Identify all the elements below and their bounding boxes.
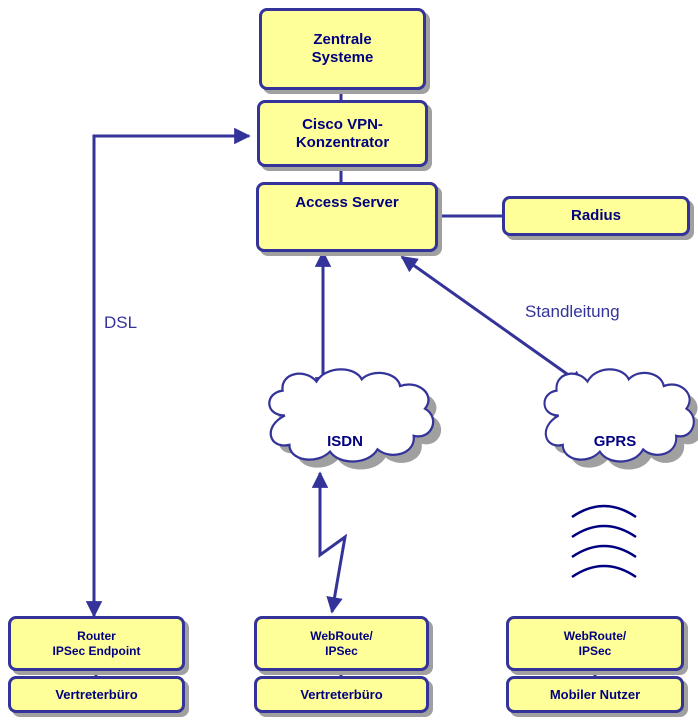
site3-label: Mobiler Nutzer (549, 686, 641, 702)
isdn-label: ISDN (327, 433, 363, 450)
zentrale-label-line2: Systeme (311, 49, 374, 66)
vpn-label-line1: Cisco VPN- (302, 115, 383, 133)
radius-label: Radius (570, 207, 621, 224)
site1-label: Vertreterbüro (55, 686, 138, 702)
webroute1-label-line2: IPSec (325, 643, 358, 658)
webroute2-label-line2: IPSec (578, 643, 612, 658)
zentrale-systeme-box: Zentrale Systeme (259, 8, 426, 90)
mobiler-nutzer-box: Mobiler Nutzer (506, 676, 684, 713)
vpn-concentrator-box: Cisco VPN- Konzentrator (257, 100, 428, 167)
standleitung-connection (400, 255, 586, 388)
radius-box: Radius (502, 196, 690, 236)
dsl-label: DSL (104, 313, 138, 332)
isdn-cloud (268, 368, 442, 470)
gprs-cloud (543, 368, 698, 470)
gprs-label: GPRS (593, 433, 637, 450)
vertreterbuero-box-2: Vertreterbüro (254, 676, 429, 713)
vpn-label-line2: Konzentrator (295, 133, 390, 151)
router-box: Router IPSec Endpoint (8, 616, 185, 671)
webroute1-label-line1: WebRoute/ (310, 629, 373, 644)
vertreterbuero-box-1: Vertreterbüro (8, 676, 185, 713)
access-server-box: Access Server (256, 182, 438, 252)
webroute-ipsec-box-2: WebRoute/ IPSec (506, 616, 684, 671)
access-server-label: Access Server (295, 194, 399, 211)
standleitung-label: Standleitung (525, 302, 620, 321)
router-label-line1: Router (77, 629, 116, 644)
webroute2-label-line1: WebRoute/ (563, 629, 627, 644)
dsl-connection (85, 127, 251, 618)
radio-wave-icon (571, 504, 637, 579)
zentrale-label-line1: Zentrale (313, 31, 372, 48)
site2-label: Vertreterbüro (300, 686, 383, 702)
webroute-ipsec-box-1: WebRoute/ IPSec (254, 616, 429, 671)
isdn-lightning-connection (311, 471, 348, 614)
router-label-line2: IPSec Endpoint (52, 643, 141, 658)
